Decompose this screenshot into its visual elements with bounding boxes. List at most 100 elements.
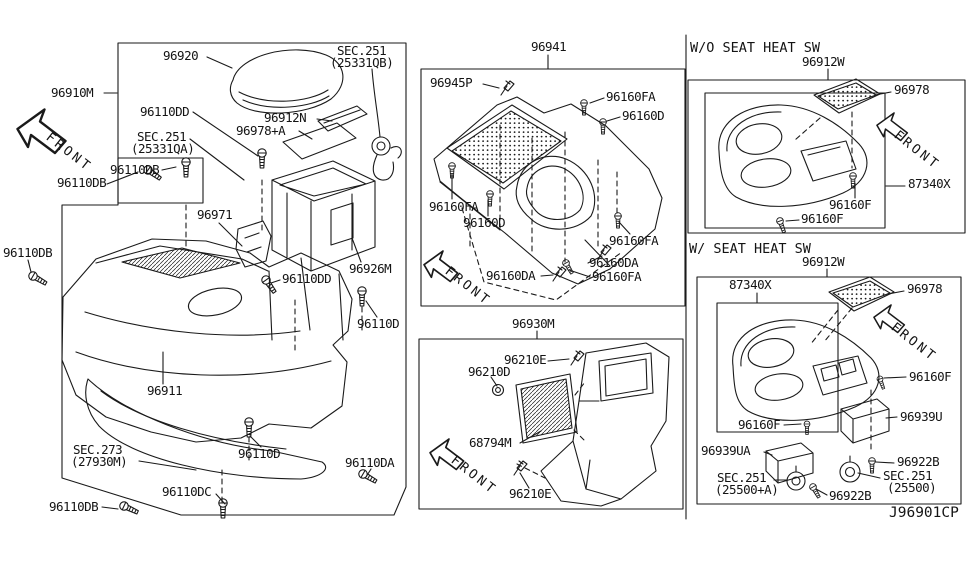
label-sec251-qa-sub: (25331QA) <box>131 141 195 156</box>
console-leader-lines <box>27 56 381 510</box>
w-seat-heat-border <box>696 276 962 505</box>
label-console-assy: 96910M <box>51 85 94 100</box>
label-w-screw-b1: 96922B <box>897 454 940 469</box>
console-body-sketch <box>61 238 353 443</box>
bracket-sketch <box>235 220 272 268</box>
console-center-lines <box>185 179 363 506</box>
rear-finisher-section-drawing <box>418 330 684 510</box>
diagram-code: J96901CP <box>889 505 959 521</box>
console-section-border <box>61 42 407 516</box>
rear-finisher-border <box>418 338 684 510</box>
label-bolt-da: 96110DA <box>345 455 395 470</box>
front-finisher-border <box>420 68 686 307</box>
label-w-holder-a: 96939UA <box>701 443 751 458</box>
label-lid-finisher: 96912N <box>264 110 307 125</box>
label-inner-box: 96926M <box>349 261 392 276</box>
label-bolt-db2: 96110DB <box>57 175 107 190</box>
label-clip-p: 96945P <box>430 75 473 90</box>
rear-finisher-center-lines <box>516 381 587 479</box>
console-inner-box-sketch <box>271 160 376 272</box>
label-sec251-qa: SEC.251 <box>137 129 187 144</box>
label-mat: 96978+A <box>236 123 286 138</box>
label-rear-finisher: 96930M <box>512 316 555 331</box>
label-wo-tray: 87340X <box>908 176 951 191</box>
label-sec273: SEC.273 <box>73 442 123 457</box>
label-sec273-sub: (27930M) <box>71 454 128 469</box>
label-w-lid: 96978 <box>907 281 943 296</box>
label-screw-da1: 96160DA <box>486 268 536 283</box>
label-w-screw-f2: 96160F <box>738 417 781 432</box>
wo-cup-holder-tray-sketch <box>718 104 868 207</box>
wo-center-lines <box>794 111 853 169</box>
label-sec251-a-sub: (25500+A) <box>715 482 779 497</box>
label-w-screw-b2: 96922B <box>829 488 872 503</box>
label-w-tray: 87340X <box>729 277 772 292</box>
label-w-finisher: 96912W <box>802 254 845 269</box>
w-tray-inner-box <box>716 302 839 433</box>
wo-tray-inner-box <box>704 92 886 229</box>
wo-seat-heat-border <box>687 79 966 234</box>
label-bolt-db4: 96110DB <box>49 499 99 514</box>
label-bolt-db3: 96110DB <box>3 245 53 260</box>
rear-finisher-leader-lines <box>490 330 570 489</box>
label-screw-da2: 96160DA <box>589 255 639 270</box>
holder-sketch <box>840 398 890 444</box>
label-sec251-b: SEC.251 <box>883 468 933 483</box>
front-finisher-sketch <box>433 96 663 285</box>
front-finisher-section-drawing <box>420 54 686 307</box>
label-sec251-b-sub: (25500) <box>887 480 937 495</box>
label-screw-d1: 96160D <box>622 108 665 123</box>
label-screw-d2: 96160D <box>463 215 506 230</box>
console-section-drawing <box>16 42 407 519</box>
label-wo-screw-f1: 96160F <box>829 197 872 212</box>
clip-icon <box>570 350 585 366</box>
label-screw-fa3: 96160FA <box>609 233 659 248</box>
label-sec251-qb-sub: (25331QB) <box>330 55 394 70</box>
label-bolt-dc: 96110DC <box>162 484 212 499</box>
clip-icon <box>500 80 515 96</box>
front-finisher-center-lines <box>461 124 623 301</box>
screw-icon <box>614 212 622 229</box>
label-sec251-qb: SEC.251 <box>337 43 387 58</box>
power-socket-sketch <box>371 136 402 181</box>
socket-plug-a-sketch <box>786 465 806 491</box>
screw-icon <box>580 99 588 116</box>
label-bolt-dd1: 96110DD <box>140 104 190 119</box>
rear-finisher-sketch <box>540 342 670 507</box>
screw-icon <box>775 216 788 234</box>
label-wo-lid: 96978 <box>894 82 930 97</box>
screw-icon <box>26 269 49 288</box>
nut-icon <box>491 383 505 397</box>
label-bolt-d1: 96110D <box>357 316 400 331</box>
armrest-lid-sketch <box>229 49 344 114</box>
label-wo-screw-f2: 96160F <box>801 211 844 226</box>
label-screw-fa1: 96160FA <box>606 89 656 104</box>
screw-icon <box>599 118 607 135</box>
label-w-title: W/ SEAT HEAT SW <box>689 241 811 257</box>
label-armrest: 96920 <box>163 48 199 63</box>
screw-icon <box>257 148 267 169</box>
socket-plug-b-sketch <box>839 455 861 483</box>
w-center-lines <box>809 307 872 453</box>
front-finisher-leader-lines <box>451 54 631 278</box>
label-clip-e1: 96210E <box>504 352 547 367</box>
mat-sketch <box>282 122 357 160</box>
screw-icon <box>868 457 876 474</box>
screw-icon <box>181 157 191 178</box>
vent-grille-sketch <box>515 373 578 444</box>
label-w-holder: 96939U <box>900 409 943 424</box>
wo-leader-lines <box>785 68 906 222</box>
w-lid-sketch <box>828 276 895 312</box>
label-bolt-dd2: 96110DD <box>282 271 332 286</box>
w-cup-holder-tray-sketch <box>732 319 880 421</box>
screw-icon <box>244 417 254 438</box>
label-sec251-a: SEC.251 <box>717 470 767 485</box>
label-w-screw-f1: 96160F <box>909 369 952 384</box>
w-leader-lines <box>756 268 907 496</box>
label-bolt-db1: 96110DB <box>110 162 160 177</box>
label-bracket: 96971 <box>197 207 233 222</box>
label-wo-finisher: 96912W <box>802 54 845 69</box>
label-front-finisher: 96941 <box>531 39 567 54</box>
